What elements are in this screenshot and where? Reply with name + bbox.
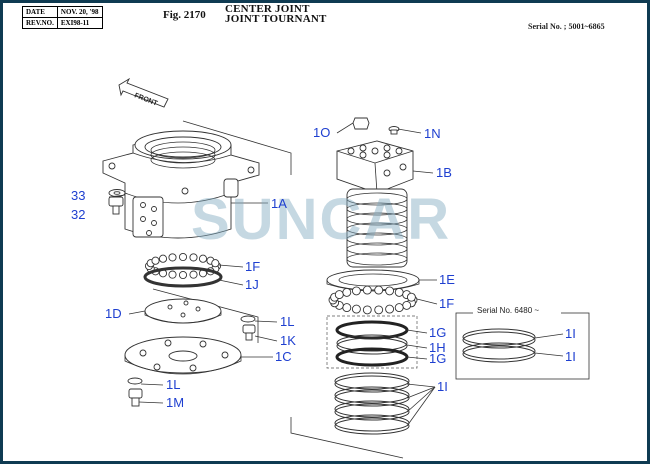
callout-1B: 1B <box>436 165 452 180</box>
title-french: JOINT TOURNANT <box>225 13 327 25</box>
bearing-ball <box>374 305 384 315</box>
bearing-ball <box>158 254 168 263</box>
bearing-ball <box>385 286 395 296</box>
callout-1G-lower: 1G <box>429 351 446 366</box>
figure-number: Fig. 2170 <box>163 9 206 21</box>
rev-value: EXI98-11 <box>56 17 103 29</box>
bearing-ball <box>178 252 188 262</box>
bearing-ball <box>351 304 361 314</box>
callout-1G-upper: 1G <box>429 325 446 340</box>
seal-group-box <box>326 315 418 369</box>
callout-1C: 1C <box>275 349 292 364</box>
bearing-ball <box>342 303 352 313</box>
seal-ring-1J <box>143 266 223 288</box>
bearing-ball <box>362 285 372 295</box>
bearing-ball <box>342 287 352 297</box>
callout-1L-lower: 1L <box>166 377 180 392</box>
bearing-ball <box>385 304 395 314</box>
callout-1M: 1M <box>166 395 184 410</box>
bolt-1L-1M <box>127 377 143 407</box>
callout-1L-upper: 1L <box>280 314 294 329</box>
callout-leaders <box>108 122 438 427</box>
center-joint-body <box>102 130 260 239</box>
revision-table: DATE NOV. 20, '98 REV.NO. EXI98-11 <box>22 6 103 29</box>
inset-serial-label: Serial No. 6480 ~ <box>477 306 539 315</box>
washer-and-bolt-33-32 <box>108 189 126 215</box>
plug-1O <box>352 117 370 130</box>
bearing-ball <box>394 303 404 313</box>
callout-1E: 1E <box>439 272 455 287</box>
bearing-ball <box>402 300 412 310</box>
ring-stack-1I <box>334 372 410 435</box>
bearing-ball <box>394 287 404 297</box>
callout-1O: 1O <box>313 125 330 140</box>
bearing-ball <box>334 290 344 300</box>
bearing-ball <box>189 270 198 279</box>
bearing-ball <box>151 256 160 265</box>
callout-1F-right: 1F <box>439 296 454 311</box>
plate-1D <box>144 298 222 324</box>
callout-1I-inset-upper: 1I <box>565 326 576 341</box>
spindle-1B <box>336 140 414 268</box>
exploded-parts-diagram: FRONT <box>71 77 590 459</box>
cover-1C <box>124 336 242 375</box>
ball-ring-left <box>144 252 222 280</box>
plate-1E <box>326 269 420 292</box>
bearing-ball <box>362 305 372 315</box>
watermark: SUNCAR <box>191 187 451 252</box>
bearing-ball <box>189 253 198 262</box>
bearing-ball <box>168 270 177 279</box>
callout-1K: 1K <box>280 333 296 348</box>
front-arrow: FRONT <box>118 77 169 108</box>
leader-lines <box>152 120 404 459</box>
rev-label: REV.NO. <box>22 17 58 29</box>
bearing-ball <box>406 292 416 302</box>
callout-33: 33 <box>71 188 85 203</box>
plug-1N <box>388 126 400 135</box>
callout-1J: 1J <box>245 277 259 292</box>
callout-1A: 1A <box>271 196 287 211</box>
serial-range: Serial No. ; 5001~6865 <box>528 22 605 31</box>
callout-32: 32 <box>71 207 85 222</box>
drawing-sheet: DATE NOV. 20, '98 REV.NO. EXI98-11 Fig. … <box>3 3 647 461</box>
callout-1F-left: 1F <box>245 259 260 274</box>
callout-1N: 1N <box>424 126 441 141</box>
callout-1D: 1D <box>105 306 122 321</box>
bearing-ball <box>211 259 220 268</box>
bearing-ball <box>178 270 188 280</box>
bearing-ball <box>168 253 177 262</box>
callout-1I-stack: 1I <box>437 379 448 394</box>
callout-1H: 1H <box>429 340 446 355</box>
bearing-ball <box>374 285 384 295</box>
callout-1I-inset-lower: 1I <box>565 349 576 364</box>
bearing-ball <box>351 286 361 296</box>
ball-ring-right <box>328 285 418 315</box>
title-english: CENTER JOINT <box>225 3 310 15</box>
bolt-1L-1K <box>240 315 256 341</box>
serial-inset-box: Serial No. 6480 ~ <box>455 303 590 380</box>
bearing-ball <box>198 254 208 263</box>
